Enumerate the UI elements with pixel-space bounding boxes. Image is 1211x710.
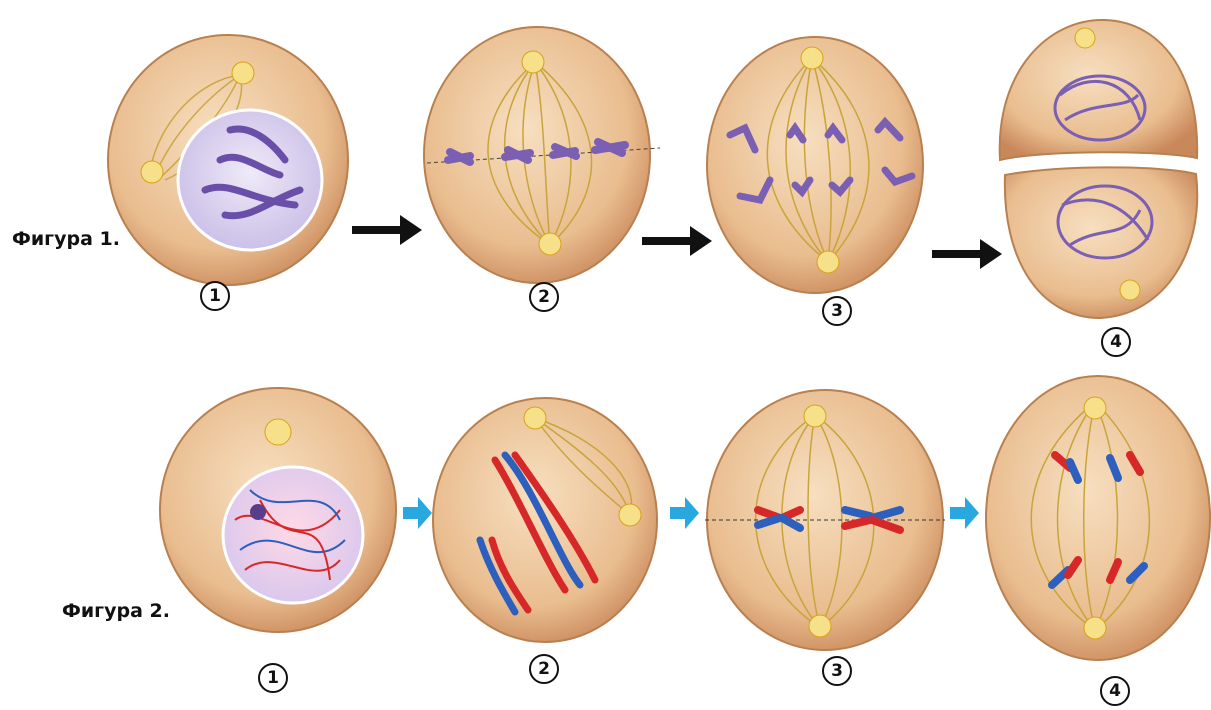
fig2-cell-4 <box>986 376 1210 660</box>
figure-1-label: Фигура 1. <box>12 228 120 250</box>
fig1-step-2-number: 2 <box>529 282 559 312</box>
fig1-arrow-1 <box>352 215 422 245</box>
fig1-cell-3 <box>707 37 923 293</box>
fig1-step-3-number: 3 <box>822 296 852 326</box>
fig2-step-2-number: 2 <box>529 654 559 684</box>
fig2-step-4-number: 4 <box>1100 676 1130 706</box>
fig1-cell-2 <box>424 27 660 283</box>
figure-2-label: Фигура 2. <box>62 600 170 622</box>
fig2-step-1-number: 1 <box>258 663 288 693</box>
fig2-cell-3 <box>705 390 945 650</box>
fig1-step-4-number: 4 <box>1101 327 1131 357</box>
fig1-cell-4 <box>1000 20 1198 318</box>
fig2-arrow-1 <box>403 497 432 529</box>
fig1-cell-1 <box>108 35 348 285</box>
fig2-arrow-2 <box>670 497 699 529</box>
fig2-step-3-number: 3 <box>822 656 852 686</box>
fig2-arrow-3 <box>950 497 979 529</box>
fig2-cell-1 <box>160 388 396 632</box>
fig2-cell-2 <box>433 398 657 642</box>
fig1-step-1-number: 1 <box>200 281 230 311</box>
fig1-arrow-3 <box>932 239 1002 269</box>
fig1-arrow-2 <box>642 226 712 256</box>
